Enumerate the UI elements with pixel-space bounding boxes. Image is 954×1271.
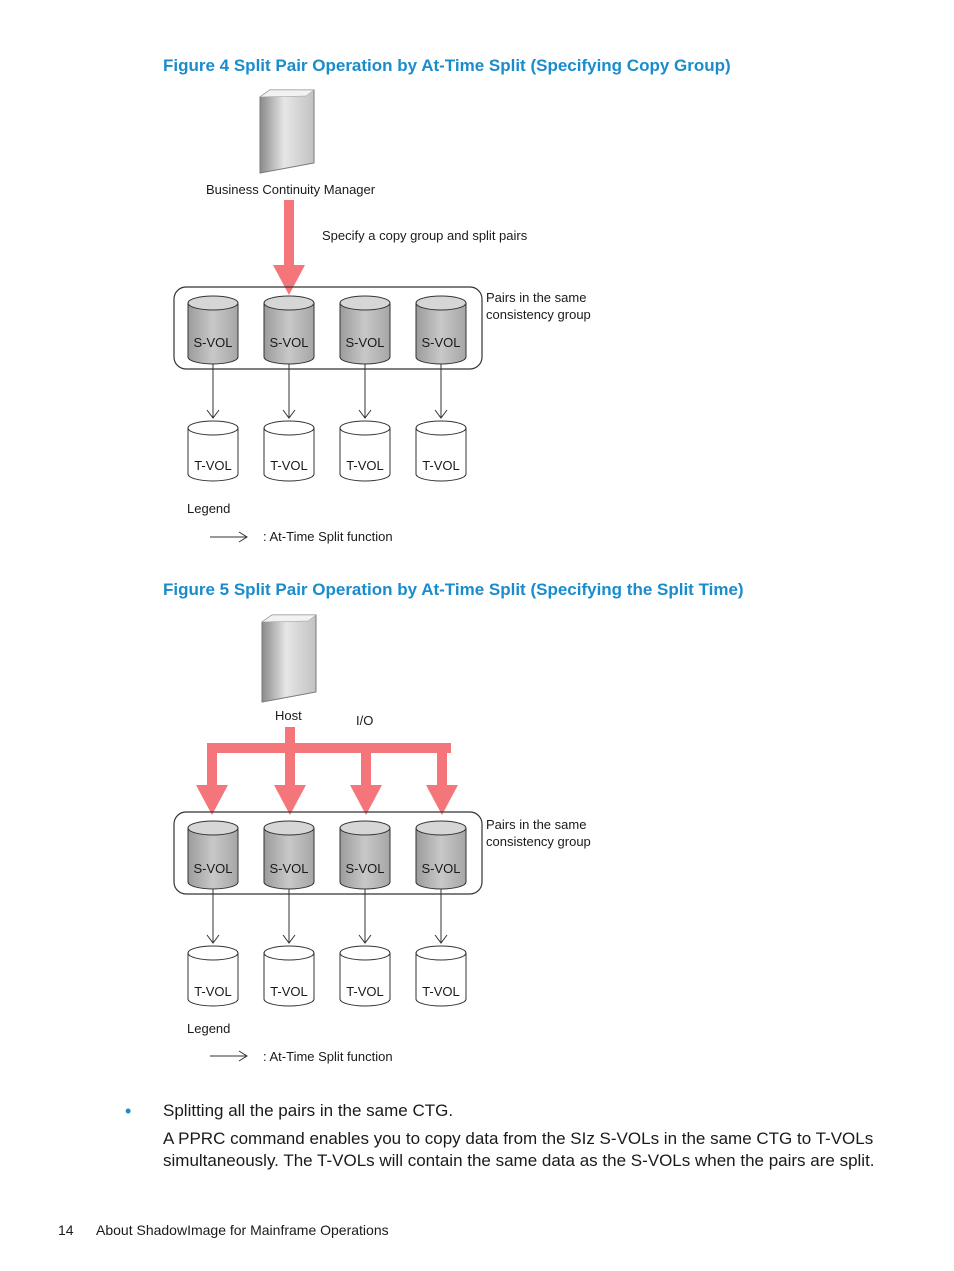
- consistency-group-box: [173, 811, 483, 895]
- figure-5-caption: Figure 5 Split Pair Operation by At-Time…: [163, 580, 744, 599]
- io-arrows: [196, 727, 458, 815]
- svol-cylinder: S-VOL: [187, 295, 239, 365]
- server-icon: [259, 89, 315, 174]
- svol-label: S-VOL: [193, 335, 232, 350]
- group-label-line1: Pairs in the same: [486, 817, 586, 832]
- tvol-cylinder: T-VOL: [263, 420, 315, 482]
- legend-arrow-icon: [210, 531, 248, 543]
- footer-section-title: About ShadowImage for Mainframe Operatio…: [96, 1222, 389, 1238]
- tvol-cylinder: T-VOL: [415, 420, 467, 482]
- tvol-label: T-VOL: [346, 984, 384, 999]
- split-arrows: [206, 364, 448, 419]
- svol-label: S-VOL: [345, 861, 384, 876]
- svol-label: S-VOL: [421, 335, 460, 350]
- svol-label: S-VOL: [345, 335, 384, 350]
- page-number: 14: [58, 1222, 74, 1238]
- svol-cylinder: S-VOL: [415, 295, 467, 365]
- figure-5-diagram: Host I/O Pairs in the same consistency g…: [173, 614, 591, 1064]
- bullet-heading: Splitting all the pairs in the same CTG.: [163, 1101, 454, 1120]
- legend-title: Legend: [187, 501, 230, 516]
- split-command-arrow: [273, 200, 305, 295]
- svol-cylinder: S-VOL: [187, 820, 239, 890]
- tvol-label: T-VOL: [422, 458, 460, 473]
- svol-label: S-VOL: [269, 861, 308, 876]
- legend-arrow-icon: [210, 1050, 248, 1062]
- tvol-cylinder: T-VOL: [415, 945, 467, 1007]
- svol-cylinder: S-VOL: [339, 295, 391, 365]
- group-label-line1: Pairs in the same: [486, 290, 586, 305]
- svol-cylinder: S-VOL: [339, 820, 391, 890]
- action-label: Specify a copy group and split pairs: [322, 228, 528, 243]
- consistency-group-box: [173, 286, 483, 370]
- tvol-label: T-VOL: [194, 984, 232, 999]
- tvol-label: T-VOL: [270, 458, 308, 473]
- group-label-line2: consistency group: [486, 307, 591, 322]
- legend-item: : At-Time Split function: [263, 1049, 393, 1064]
- tvol-cylinder: T-VOL: [339, 945, 391, 1007]
- legend-title: Legend: [187, 1021, 230, 1036]
- figure-4-diagram: Business Continuity Manager Specify a co…: [173, 89, 591, 544]
- tvol-label: T-VOL: [346, 458, 384, 473]
- action-label: I/O: [356, 713, 373, 728]
- figure-4-caption: Figure 4 Split Pair Operation by At-Time…: [163, 56, 731, 75]
- split-arrows: [206, 889, 448, 944]
- svol-label: S-VOL: [193, 861, 232, 876]
- tvol-cylinder: T-VOL: [187, 945, 239, 1007]
- host-server-icon: [261, 614, 317, 703]
- source-label: Business Continuity Manager: [206, 182, 376, 197]
- bullet-dot-icon: •: [125, 1101, 132, 1121]
- tvol-label: T-VOL: [270, 984, 308, 999]
- legend-item: : At-Time Split function: [263, 529, 393, 544]
- tvol-cylinder: T-VOL: [339, 420, 391, 482]
- page-footer: 14 About ShadowImage for Mainframe Operat…: [58, 1222, 389, 1238]
- tvol-cylinder: T-VOL: [263, 945, 315, 1007]
- svol-label: S-VOL: [421, 861, 460, 876]
- svol-cylinder: S-VOL: [415, 820, 467, 890]
- source-label: Host: [275, 708, 302, 723]
- svol-cylinder: S-VOL: [263, 295, 315, 365]
- tvol-label: T-VOL: [194, 458, 232, 473]
- tvol-label: T-VOL: [422, 984, 460, 999]
- bullet-paragraph: A PPRC command enables you to copy data …: [163, 1129, 875, 1170]
- group-label-line2: consistency group: [486, 834, 591, 849]
- svol-cylinder: S-VOL: [263, 820, 315, 890]
- svol-label: S-VOL: [269, 335, 308, 350]
- tvol-cylinder: T-VOL: [187, 420, 239, 482]
